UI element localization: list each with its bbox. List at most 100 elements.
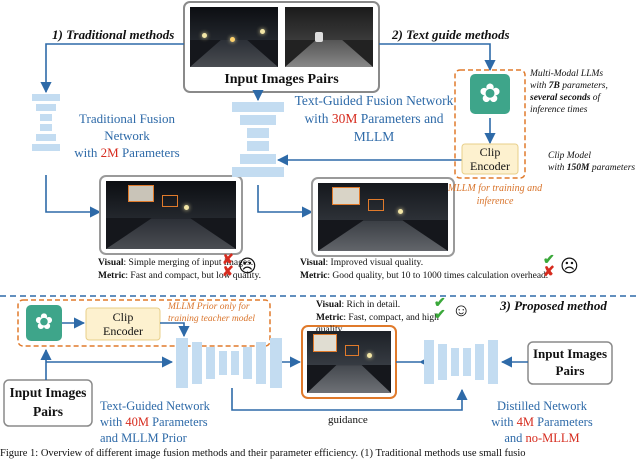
traditional-description: Visual: Simple merging of input images. … [98, 257, 328, 282]
neutral-face-icon: ☹ [560, 256, 579, 276]
infrared-input-image [285, 7, 373, 67]
arrow-textguided-to-output [257, 185, 314, 218]
traditional-line2: Network [104, 128, 150, 143]
clip-encoder-label-proposed: Clip Encoder [86, 310, 160, 338]
mllm-note-line3: several seconds of [530, 92, 640, 104]
teacher-line2-suffix: Parameters [148, 415, 208, 429]
proposed-metric-text: : Fast, compact, and high quality. [316, 312, 439, 336]
textguided-line3: MLLM [353, 129, 395, 144]
mllm-note: Multi-Modal LLMs with 7B parameters, sev… [530, 68, 640, 116]
clip-encoder-line1: Clip [479, 145, 501, 159]
mllm-training-note: MLLM for training and inference [440, 182, 550, 208]
traditional-metric-text: : Fast and compact, but low quality. [125, 270, 261, 281]
traditional-line3-suffix: Parameters [118, 145, 180, 160]
textguided-metric-key: Metric [300, 270, 328, 281]
mllm-prior-note: MLLM Prior only for training teacher mod… [168, 301, 272, 325]
arrow-clip-to-teacher [160, 322, 190, 338]
textguided-metric: Metric: Good quality, but 10 to 1000 tim… [300, 270, 600, 283]
clip-encoder-box [461, 143, 519, 175]
student-network-shape [424, 340, 498, 384]
teacher-param: 40M [125, 415, 149, 429]
mllm-prior-line1: MLLM Prior only for [168, 302, 250, 312]
proposed-metric: Metric: Fast, compact, and high quality. [316, 312, 466, 337]
input-left-line2: Pairs [33, 404, 63, 419]
traditional-network-shape [32, 94, 60, 151]
student-no-mllm: no-MLLM [525, 431, 580, 445]
textguided-visual: Visual: Improved visual quality. [300, 257, 600, 270]
input-right-line1: Input Images [532, 346, 608, 361]
proposed-visual: Visual: Rich in detail. [316, 299, 466, 312]
student-network-text: Distilled Network with 4M Parameters and… [476, 398, 608, 446]
proposed-visual-key: Visual [316, 300, 342, 310]
input-pairs-right-label: Input Images Pairs [528, 345, 612, 379]
textguided-line2: with 30M Parameters and [284, 110, 464, 128]
arrow-to-traditional [40, 43, 184, 94]
clip-note-line2: with 150M parameters [548, 162, 640, 174]
traditional-line3: with 2M Parameters [62, 144, 192, 161]
textguided-line2-suffix: Parameters and [357, 111, 444, 126]
clip-note-line2-prefix: with [548, 163, 567, 173]
chatgpt-icon-tile [470, 74, 510, 114]
textguided-network-text: Text-Guided Fusion Network with 30M Para… [284, 92, 464, 146]
guidance-arrow [231, 388, 468, 411]
student-line3: and no-MLLM [476, 430, 608, 446]
figure-caption: Figure 1: Overview of different image fu… [0, 448, 526, 459]
proposed-visual-text: : Rich in detail. [341, 300, 401, 310]
teacher-line3: and MLLM Prior [100, 431, 187, 445]
mllm-training-line2: inference [476, 196, 514, 207]
chatgpt-icon-proposed: ✿ [34, 309, 54, 334]
mllm-several-seconds: several seconds [530, 93, 591, 103]
clip-encoder-proposed-line2: Encoder [103, 324, 143, 338]
clip-encoder-line2: Encoder [470, 159, 510, 173]
visible-input-image [190, 7, 278, 67]
student-line2-suffix: Parameters [534, 415, 593, 429]
mllm-note-line2-prefix: with [530, 81, 549, 91]
proposed-method-label: 3) Proposed method [500, 298, 607, 313]
mllm-note-line4: inference times [530, 105, 588, 115]
textguided-line2-prefix: with [304, 111, 332, 126]
traditional-network-text: Traditional Fusion Network with 2M Param… [62, 110, 192, 161]
student-line1: Distilled Network [497, 399, 587, 413]
student-line2: with 4M Parameters [476, 414, 608, 430]
textguided-param: 30M [331, 111, 358, 126]
traditional-param: 2M [100, 145, 119, 160]
clip-encoder-box-proposed [85, 307, 161, 341]
teacher-network-shape [176, 338, 282, 388]
chatgpt-icon-tile-proposed [26, 305, 62, 341]
proposed-description: Visual: Rich in detail. Metric: Fast, co… [316, 299, 466, 337]
traditional-visual-key: Visual [98, 258, 124, 268]
textguided-line1: Text-Guided Fusion Network [294, 93, 454, 108]
mllm-training-line1: MLLM for training and [447, 183, 543, 194]
chatgpt-icon: ✿ [479, 79, 501, 108]
traditional-line1: Traditional Fusion [79, 111, 175, 126]
textguided-description: Visual: Improved visual quality. Metric:… [300, 257, 600, 282]
input-pairs-left-box [3, 379, 93, 427]
input-pairs-right-box [527, 341, 613, 385]
input-pairs-frame [183, 1, 380, 93]
teacher-line1: Text-Guided Network [100, 399, 210, 413]
mllm-note-line2-suffix: parameters, [559, 81, 608, 91]
text-guide-methods-label: 2) Text guide methods [392, 27, 510, 42]
clip-param-150m: 150M [566, 163, 590, 173]
student-param: 4M [516, 415, 535, 429]
teacher-line2: with 40M Parameters [100, 414, 230, 430]
arrow-traditional-to-output [45, 175, 102, 218]
traditional-output-frame [99, 175, 243, 255]
traditional-cross-icons: ✘✘ [222, 253, 234, 280]
traditional-methods-label: 1) Traditional methods [52, 27, 175, 42]
input-right-line2: Pairs [555, 363, 585, 378]
proposed-output-image [307, 331, 391, 393]
clip-model-note: Clip Model with 150M parameters [548, 150, 640, 174]
textguided-metric-text: : Good quality, but 10 to 1000 times cal… [327, 270, 549, 281]
mllm-param-7b: 7B [548, 81, 560, 91]
traditional-metric: Metric : Fast and compact, but low qualit… [98, 270, 328, 283]
input-pairs-label: Input Images Pairs [224, 72, 339, 87]
textguided-output-frame [311, 177, 455, 257]
traditional-output-image [106, 181, 236, 249]
proposed-check-icons: ✔✔ [434, 296, 446, 323]
traditional-visual: Visual: Simple merging of input images. [98, 257, 328, 270]
proposed-metric-key: Metric [316, 312, 344, 323]
teacher-network-text: Text-Guided Network with 40M Parameters … [100, 398, 230, 446]
input-left-line1: Input Images [9, 385, 87, 400]
